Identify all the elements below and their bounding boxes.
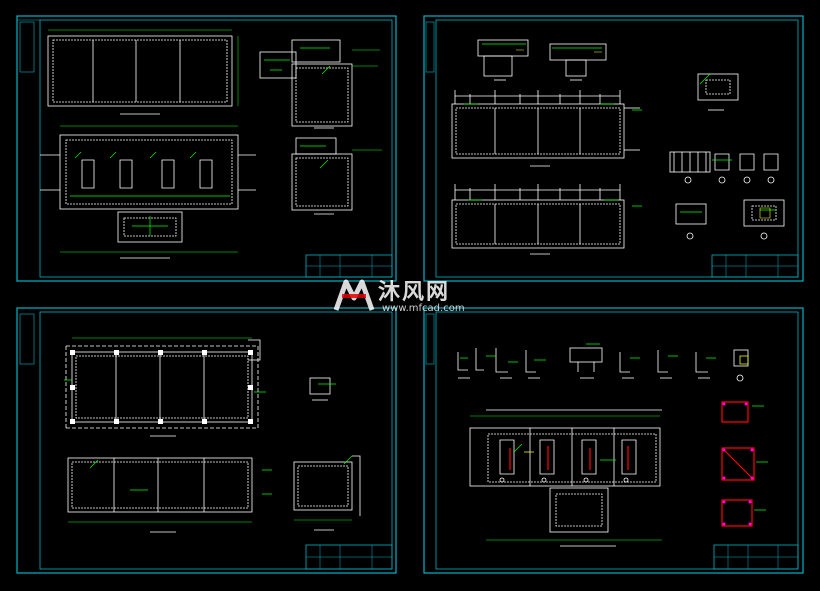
sheet1-top-plan xyxy=(47,29,239,115)
sheet1-section-views xyxy=(259,39,382,215)
sheet3-cross-section xyxy=(293,455,361,531)
watermark-title: 沐风网 xyxy=(378,280,451,305)
watermark: 沐风网 www.mfcad.com xyxy=(332,274,492,318)
sheet-frame-2 xyxy=(423,15,804,282)
sheet1-section-green xyxy=(264,47,331,169)
sheet-frame-3 xyxy=(16,307,397,574)
sheet-frame-4 xyxy=(423,307,804,574)
sheet1-main-plan xyxy=(40,125,256,259)
watermark-url: www.mfcad.com xyxy=(382,303,465,314)
sheet4-yellow-details xyxy=(524,355,749,453)
sheet2-yellow-details xyxy=(516,49,771,219)
sheet4-red-rebar-dots xyxy=(722,402,754,526)
sheet3-pile-markers xyxy=(70,350,253,424)
sheet4-detail-row xyxy=(457,347,749,382)
sheet2-green-annotations xyxy=(464,43,776,213)
sheet-frame-1 xyxy=(16,15,397,282)
sheet2-top-details xyxy=(477,39,607,81)
sheet3-green-annotations xyxy=(64,379,353,495)
sheet3-longitudinal-section xyxy=(67,457,253,533)
sheet3-foundation-plan xyxy=(65,337,331,437)
sheet2-elevation-bottom xyxy=(451,184,625,255)
watermark-logo-icon xyxy=(333,279,375,311)
sheet4-red-rebar-details xyxy=(509,401,755,527)
sheet4-green-annotations xyxy=(460,343,768,511)
sheet2-elevation-top xyxy=(451,90,640,167)
sheet2-side-details xyxy=(669,73,785,240)
sheet4-main-plan xyxy=(469,409,662,547)
sheet1-plan-green-details xyxy=(70,151,230,236)
